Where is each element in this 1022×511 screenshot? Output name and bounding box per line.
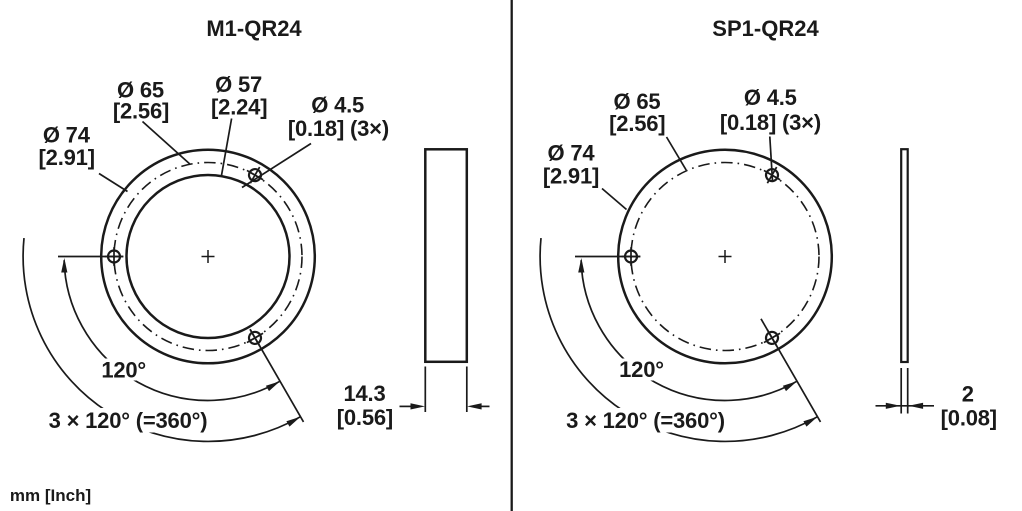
svg-text:mm [Inch]: mm [Inch]	[10, 486, 91, 505]
svg-text:3 × 120° (=360°): 3 × 120° (=360°)	[566, 408, 725, 433]
svg-text:[2.56]: [2.56]	[609, 111, 665, 136]
svg-text:[0.18] (3×): [0.18] (3×)	[720, 110, 821, 135]
svg-text:[2.91]: [2.91]	[39, 145, 95, 170]
svg-text:2: 2	[962, 382, 974, 407]
svg-text:Ø 4.5: Ø 4.5	[744, 85, 797, 110]
svg-text:120°: 120°	[101, 358, 146, 383]
svg-text:120°: 120°	[619, 357, 664, 382]
svg-text:Ø 74: Ø 74	[43, 123, 91, 148]
svg-text:[2.24]: [2.24]	[211, 95, 267, 120]
svg-text:Ø 74: Ø 74	[548, 141, 596, 166]
svg-text:[0.18] (3×): [0.18] (3×)	[288, 116, 389, 141]
svg-text:[0.08]: [0.08]	[941, 406, 997, 431]
svg-text:Ø 4.5: Ø 4.5	[311, 93, 364, 118]
svg-text:[2.91]: [2.91]	[543, 164, 599, 189]
svg-text:Ø 65: Ø 65	[614, 89, 661, 114]
svg-text:M1-QR24: M1-QR24	[206, 16, 302, 41]
svg-text:Ø 65: Ø 65	[117, 78, 164, 103]
svg-text:[2.56]: [2.56]	[113, 99, 169, 124]
svg-text:[0.56]: [0.56]	[337, 405, 393, 430]
svg-text:SP1-QR24: SP1-QR24	[712, 16, 819, 41]
svg-text:3 × 120° (=360°): 3 × 120° (=360°)	[49, 408, 208, 433]
svg-text:14.3: 14.3	[343, 381, 385, 406]
svg-text:Ø 57: Ø 57	[215, 72, 262, 97]
